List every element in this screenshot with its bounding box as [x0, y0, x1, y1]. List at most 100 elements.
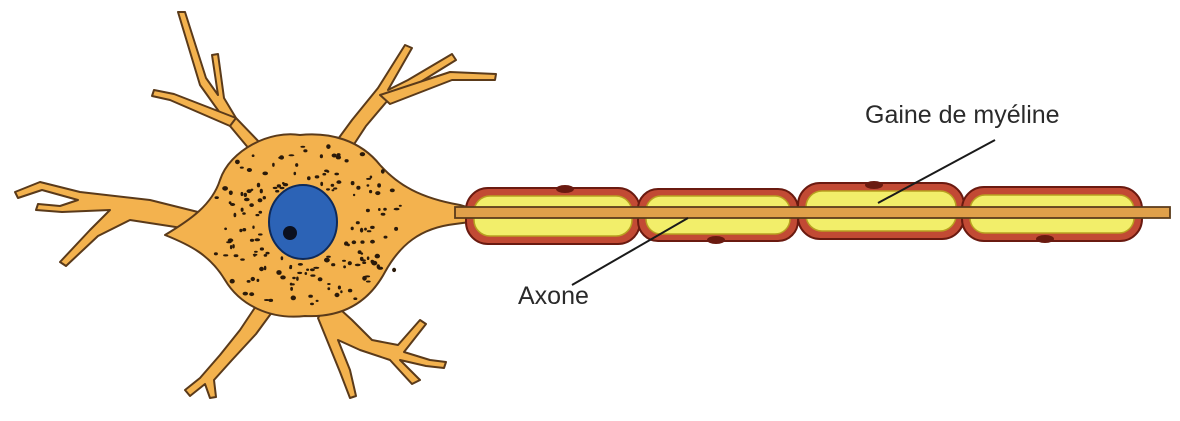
granule [360, 240, 364, 243]
granule [369, 190, 372, 193]
granule [316, 300, 319, 302]
granule [254, 238, 260, 241]
granule [281, 256, 284, 260]
granule [315, 175, 320, 178]
granule [240, 167, 244, 169]
granule [313, 267, 319, 269]
granule [265, 252, 269, 255]
granule [229, 191, 233, 196]
granule [296, 277, 299, 281]
granule [244, 198, 250, 202]
granule [366, 209, 370, 212]
granule [303, 149, 307, 152]
granule [263, 196, 266, 199]
granule [254, 251, 258, 253]
granule [348, 261, 352, 265]
granule [337, 153, 341, 156]
granule [367, 184, 370, 186]
granule [352, 240, 357, 244]
granule [307, 176, 311, 180]
granule [327, 283, 331, 285]
granule [232, 244, 235, 248]
granule [280, 275, 286, 279]
granule [381, 213, 386, 216]
granule [247, 280, 251, 283]
granule [260, 247, 264, 250]
granule [300, 146, 305, 148]
granule [252, 154, 255, 157]
granule [288, 154, 294, 156]
granule [366, 281, 371, 283]
granule [342, 260, 346, 262]
granule [298, 263, 303, 266]
granule [399, 205, 402, 207]
granule [255, 214, 259, 216]
granule [264, 254, 268, 257]
granule [243, 292, 248, 296]
granule [257, 279, 260, 282]
granule [289, 266, 292, 269]
granule [351, 227, 354, 231]
granule [355, 264, 361, 267]
granule [392, 268, 396, 272]
granule [324, 258, 330, 263]
granule [223, 254, 228, 256]
granule [390, 189, 395, 193]
granule [230, 279, 235, 284]
granule [322, 173, 326, 176]
granule [347, 244, 350, 247]
granule [381, 169, 385, 174]
granule [351, 181, 355, 185]
granule [247, 168, 252, 172]
granule [230, 245, 232, 249]
granule [292, 277, 296, 279]
granule [335, 293, 340, 297]
granule [228, 238, 234, 242]
granule [305, 272, 308, 275]
granule [377, 183, 381, 187]
granule [375, 191, 380, 195]
granule [362, 261, 366, 264]
granule [326, 144, 330, 149]
granule [224, 228, 227, 231]
granule [214, 252, 218, 255]
granule [366, 178, 371, 180]
granule [375, 254, 380, 259]
granule [264, 266, 267, 271]
granule [310, 303, 314, 306]
granule [230, 203, 235, 206]
granule [310, 274, 315, 276]
myelin-sheath-label: Gaine de myéline [865, 101, 1060, 130]
granule [324, 170, 328, 173]
granule [338, 286, 341, 290]
granule [240, 258, 245, 260]
nucleus [269, 185, 337, 259]
granule [241, 208, 244, 212]
granule [356, 186, 360, 190]
granule [278, 156, 284, 159]
granule [262, 172, 268, 176]
granule [327, 287, 330, 290]
granule [367, 256, 370, 260]
granule [253, 254, 258, 256]
granule [332, 189, 335, 191]
granule [384, 236, 388, 239]
granule [394, 208, 400, 211]
granule [235, 160, 240, 165]
granule [260, 189, 263, 194]
granule [310, 268, 315, 271]
granule [252, 226, 254, 229]
granule [249, 292, 254, 296]
granule [242, 228, 246, 231]
granule [334, 173, 339, 176]
granule [259, 267, 264, 271]
granule [326, 256, 331, 258]
axon [455, 207, 1170, 218]
granule [249, 203, 254, 207]
granule [280, 187, 285, 189]
granule [291, 296, 296, 301]
granule [251, 189, 254, 191]
granule [320, 154, 323, 158]
